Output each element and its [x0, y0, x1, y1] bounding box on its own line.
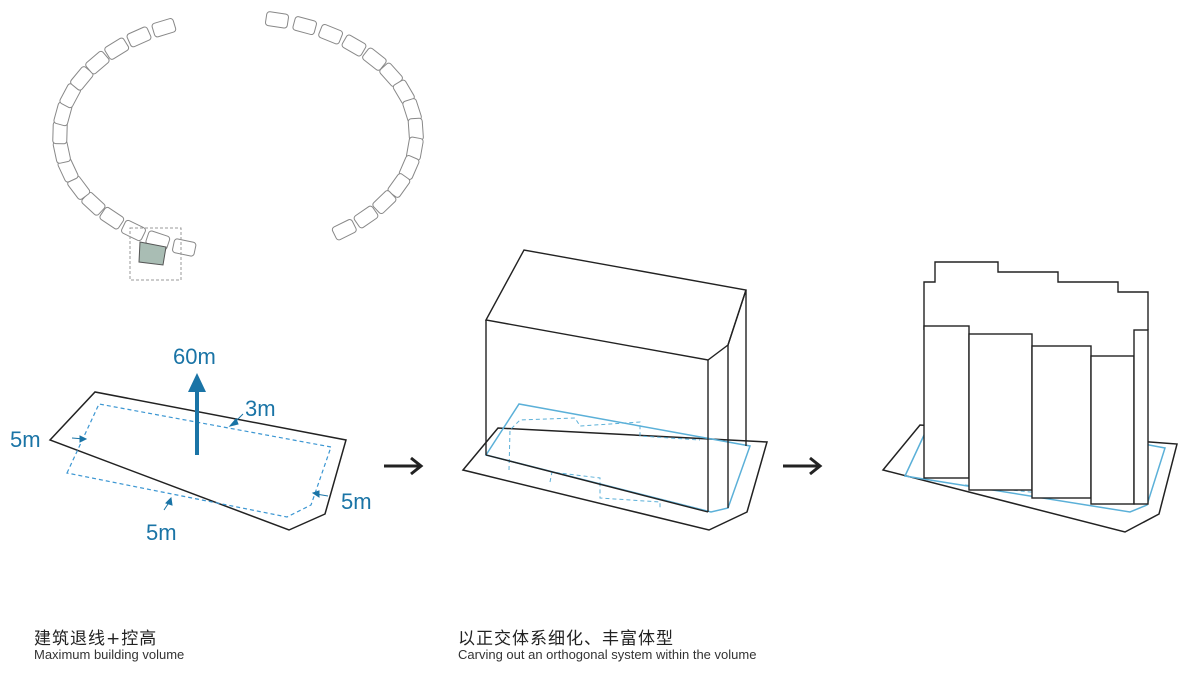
arrow-right-icon — [783, 456, 823, 476]
ring-building-tile — [292, 16, 317, 36]
step2-caption-cn: 以正交体系细化、丰富体型 — [458, 629, 674, 649]
leader-right-head — [311, 490, 320, 498]
ring-building-tile — [353, 205, 379, 229]
maximum-volume-diagram — [461, 249, 768, 531]
selected-building — [138, 241, 167, 266]
volume-front-face — [485, 320, 729, 513]
ring-building-tile — [372, 190, 397, 215]
ring-building-tile — [341, 34, 367, 57]
leader-left-head — [79, 435, 88, 443]
ring-building-tile — [85, 50, 110, 75]
ring-building-tile — [362, 47, 387, 71]
ring-building-tile — [172, 238, 197, 257]
setback-right-label: 5m — [341, 489, 372, 514]
setback-top-label: 3m — [245, 396, 276, 421]
ring-building-tile — [264, 11, 290, 29]
ring-building-tile — [99, 206, 125, 230]
leader-top-head — [228, 418, 239, 427]
carved-roofline — [923, 261, 1149, 330]
volume-inner-dashes — [508, 417, 701, 510]
ring-building-tile — [121, 219, 146, 242]
height-arrow-head — [188, 373, 206, 392]
selected-site-box — [129, 227, 182, 281]
carved-slab-5 — [1133, 329, 1149, 505]
setback-left-label: 5m — [10, 427, 41, 452]
carved-slab-1 — [923, 325, 970, 479]
site-key-plan — [52, 11, 424, 281]
arrow-right-icon — [384, 456, 424, 476]
site-boundary — [48, 391, 347, 531]
carved-slab-2 — [968, 333, 1033, 491]
step1-caption-cn: 建筑退线+控高 — [34, 629, 158, 649]
ring-building-tile — [331, 219, 357, 241]
carved-slab-4 — [1090, 355, 1135, 505]
ring-building-tile — [104, 37, 130, 60]
ring-building-tile — [318, 23, 344, 45]
ring-building-tile — [126, 26, 152, 48]
step1-caption-en: Maximum building volume — [34, 647, 185, 662]
height-label: 60m — [173, 344, 216, 369]
carved-slab-3 — [1031, 345, 1092, 499]
volume-top-face — [484, 249, 747, 361]
leader-bottom-head — [165, 496, 173, 506]
volume-side-face — [727, 289, 747, 446]
setback-bottom-label: 5m — [146, 520, 177, 545]
step2-caption-en: Carving out an orthogonal system within … — [458, 647, 757, 662]
site-plot-diagram: 60m 3m 5m 5m 5m — [10, 344, 372, 545]
ring-building-tile — [151, 18, 177, 38]
carved-volume-diagram — [881, 261, 1178, 533]
volume-site-boundary — [461, 427, 768, 531]
setback-line — [66, 403, 332, 518]
ring-building-tiles — [52, 11, 424, 257]
